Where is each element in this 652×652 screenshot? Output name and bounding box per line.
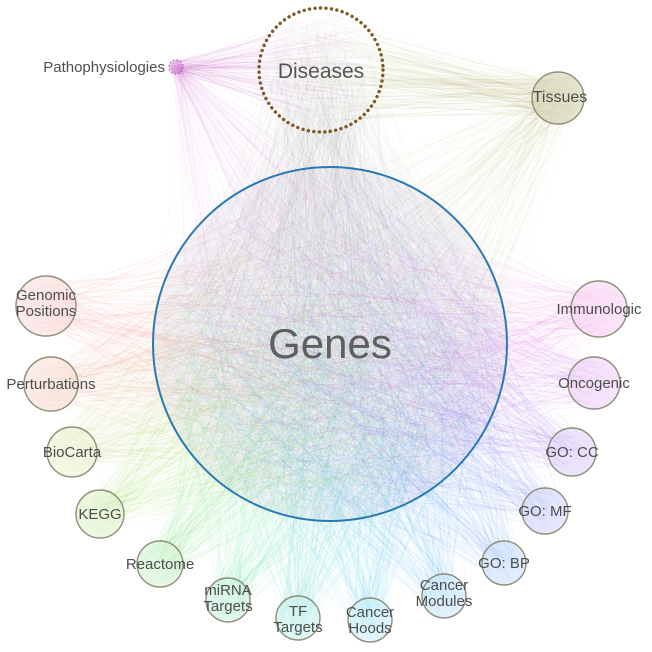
- node-oncogenic[interactable]: [567, 356, 621, 410]
- node-go-bp[interactable]: [481, 540, 527, 586]
- edge-bundle-oncogenic-genes: [170, 182, 616, 511]
- label-genes: Genes: [268, 320, 392, 367]
- edge-bundle-tissues-genes: [172, 74, 582, 496]
- label-go-bp: GO: BP: [478, 555, 530, 572]
- edge-bundle-go-cc-genes: [161, 179, 594, 510]
- node-biocarta[interactable]: [46, 426, 98, 478]
- node-go-cc[interactable]: [547, 427, 597, 477]
- node-cancer-hoods[interactable]: [347, 597, 393, 643]
- edge-bundle-diseases-genes: [162, 14, 500, 512]
- label-pathophysiologies: Pathophysiologies: [43, 59, 165, 76]
- nodes-layer: [15, 6, 628, 643]
- node-diseases[interactable]: [257, 6, 385, 134]
- edge-bundle-pathophysiologies-genes: [163, 61, 496, 514]
- label-biocarta: BioCarta: [43, 444, 102, 461]
- node-kegg[interactable]: [75, 489, 125, 539]
- genes-base-fill: [153, 167, 507, 521]
- edge-bundle-biocarta-genes: [51, 174, 495, 513]
- edge-bundle-tf-targets-genes: [166, 178, 488, 638]
- edge-bundle-go-bp-genes: [164, 172, 524, 582]
- node-perturbations[interactable]: [23, 356, 79, 412]
- label-tissues: Tissues: [533, 89, 588, 106]
- node-tissues[interactable]: [531, 71, 585, 125]
- node-genes[interactable]: [152, 166, 508, 522]
- label-oncogenic: Oncogenic: [558, 375, 630, 392]
- node-go-mf[interactable]: [521, 487, 569, 535]
- label-immunologic: Immunologic: [556, 301, 642, 318]
- label-go-mf: GO: MF: [518, 503, 571, 520]
- edge-bundle-cancer-modules-genes: [159, 181, 495, 616]
- edge-bundle-immunologic-genes: [174, 183, 624, 513]
- edge-bundle-go-mf-genes: [168, 177, 567, 532]
- label-go-cc: GO: CC: [545, 444, 599, 461]
- edge-bundle-genomic-positions-genes: [20, 184, 497, 515]
- edge-bundle-cancer-hoods-genes: [160, 189, 500, 640]
- label-reactome: Reactome: [126, 556, 194, 573]
- labels-layer: Genes Diseases PathophysiologiesTissuesGen…: [6, 59, 642, 637]
- node-immunologic[interactable]: [570, 280, 628, 338]
- edge-bundle-reactome-genes: [139, 174, 492, 585]
- node-cancer-modules[interactable]: [421, 573, 467, 619]
- node-reactome[interactable]: [136, 540, 184, 588]
- label-kegg: KEGG: [78, 506, 121, 523]
- label-diseases: Diseases: [278, 60, 364, 83]
- edge-bundle-perturbations-genes: [26, 177, 490, 489]
- edge-bundle-mirna-targets-genes: [161, 177, 498, 621]
- node-genomic-positions[interactable]: [15, 275, 77, 337]
- node-mirna-targets[interactable]: [205, 577, 251, 623]
- edge-bundle-kegg-genes: [79, 177, 496, 535]
- edge-bundle-pathophysiologies-diseases: [170, 15, 379, 128]
- label-perturbations: Perturbations: [6, 376, 95, 393]
- edges-layer: [20, 12, 624, 640]
- node-tf-targets[interactable]: [275, 595, 321, 641]
- node-pathophysiologies[interactable]: [168, 59, 184, 75]
